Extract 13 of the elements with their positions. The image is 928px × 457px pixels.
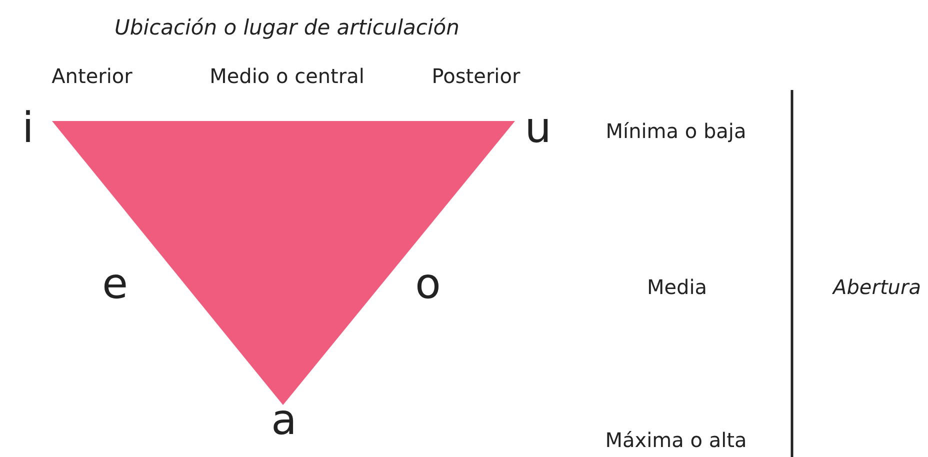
column-label: Medio o central: [210, 65, 364, 87]
vowel-label: a: [271, 396, 297, 444]
axis-title: Ubicación o lugar de articulación: [114, 16, 460, 40]
column-label: Anterior: [52, 65, 132, 87]
vowel-label: e: [102, 260, 128, 308]
vowel-label: i: [22, 104, 34, 152]
row-label: Media: [646, 276, 708, 298]
axis-title: Abertura: [833, 276, 921, 298]
vowel-label: u: [524, 104, 552, 152]
row-label: Mínima o baja: [606, 120, 746, 142]
row-label: Máxima o alta: [605, 429, 747, 451]
vowel-label: o: [415, 260, 441, 308]
column-label: Posterior: [432, 65, 520, 87]
